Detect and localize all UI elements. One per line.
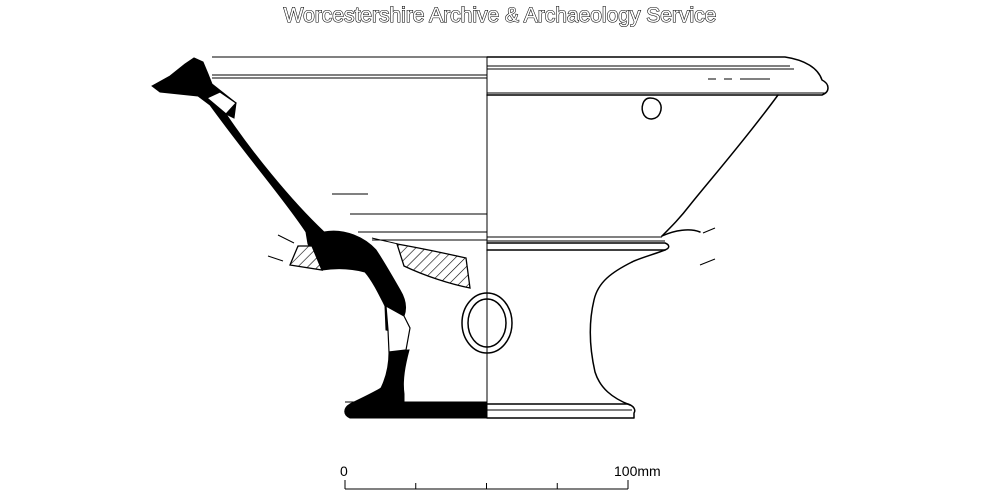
stand-perforation <box>461 292 513 354</box>
scale-bar-ticks <box>344 480 629 489</box>
scale-bar-start-label: 0 <box>340 463 348 479</box>
vessel-drawing <box>151 56 829 419</box>
exterior-view <box>461 56 829 419</box>
rim-perforation <box>641 97 662 120</box>
scale-bar-end-label: 100mm <box>614 463 661 479</box>
scale-bar: 0 100mm <box>340 463 661 490</box>
interior-view <box>212 56 487 403</box>
page-title: Worcestershire Archive & Archaeology Ser… <box>284 4 717 27</box>
hatched-section <box>267 234 471 289</box>
vessel-section-profile <box>151 57 488 419</box>
